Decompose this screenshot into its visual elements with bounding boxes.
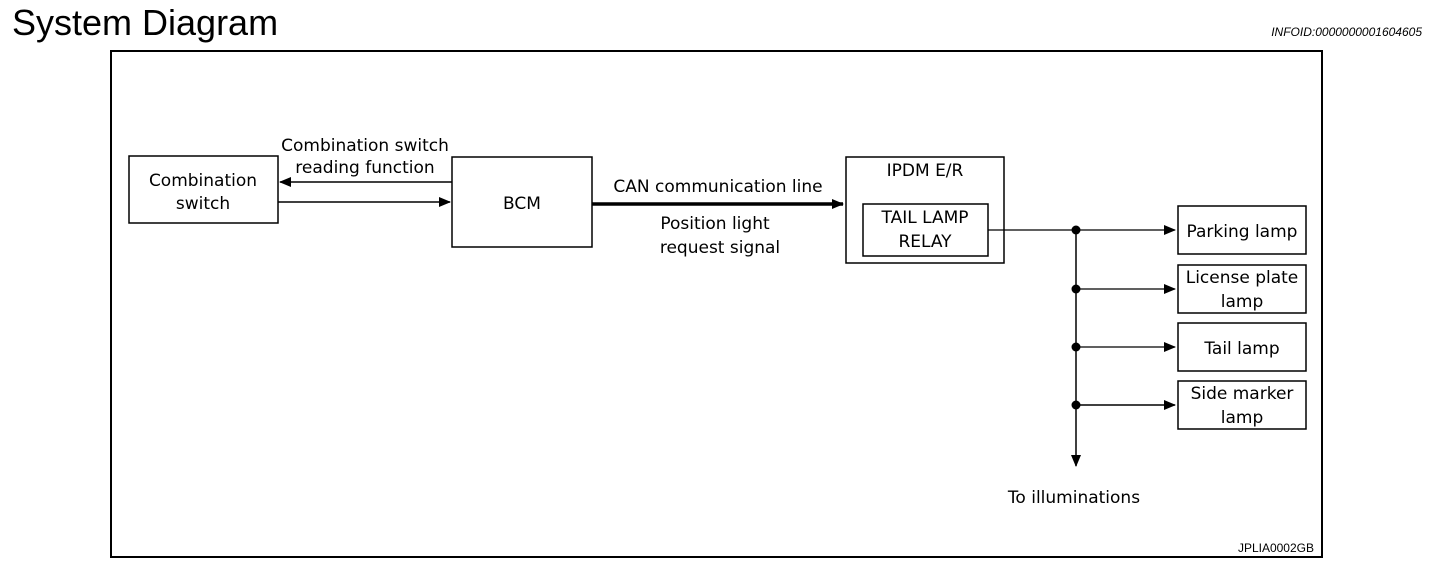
license-plate-lamp-block: License plate lamp (1177, 264, 1307, 314)
parking-lamp-label: Parking lamp (1187, 222, 1298, 242)
bcm-block: BCM (451, 156, 593, 248)
diagram-frame (110, 50, 1323, 558)
license-plate-lamp-label-line2: lamp (1221, 292, 1264, 312)
reading-function-label-line2: reading function (295, 158, 434, 178)
to-illuminations-label: To illuminations (1007, 488, 1140, 508)
parking-lamp-block: Parking lamp (1177, 205, 1307, 255)
page-title: System Diagram (12, 2, 279, 43)
combination-switch-label-line2: switch (176, 194, 230, 214)
side-marker-lamp-block: Side marker lamp (1177, 380, 1307, 430)
can-line-label: CAN communication line (613, 177, 822, 197)
info-id: INFOID:0000000001604605 (1271, 25, 1422, 39)
ipdm-er-block: IPDM E/R (845, 156, 1005, 264)
combination-switch-label-line1: Combination (149, 171, 257, 191)
reading-function-label-line1: Combination switch (281, 136, 449, 156)
side-marker-lamp-label-line2: lamp (1221, 408, 1264, 428)
side-marker-lamp-label-line1: Side marker (1191, 384, 1294, 404)
ipdm-er-label: IPDM E/R (887, 161, 964, 181)
tail-lamp-relay-label-line2: RELAY (898, 232, 952, 252)
tail-lamp-relay-block: TAIL LAMP RELAY (862, 203, 989, 257)
combination-switch-block: Combination switch (128, 155, 279, 224)
figure-code: JPLIA0002GB (1238, 541, 1314, 555)
tail-lamp-label: Tail lamp (1203, 339, 1279, 359)
tail-lamp-relay-label-line1: TAIL LAMP (881, 208, 969, 228)
position-signal-label-line2: request signal (660, 238, 780, 258)
bcm-label: BCM (503, 194, 541, 214)
position-signal-label-line1: Position light (660, 214, 770, 234)
tail-lamp-block: Tail lamp (1177, 322, 1307, 372)
license-plate-lamp-label-line1: License plate (1186, 268, 1299, 288)
